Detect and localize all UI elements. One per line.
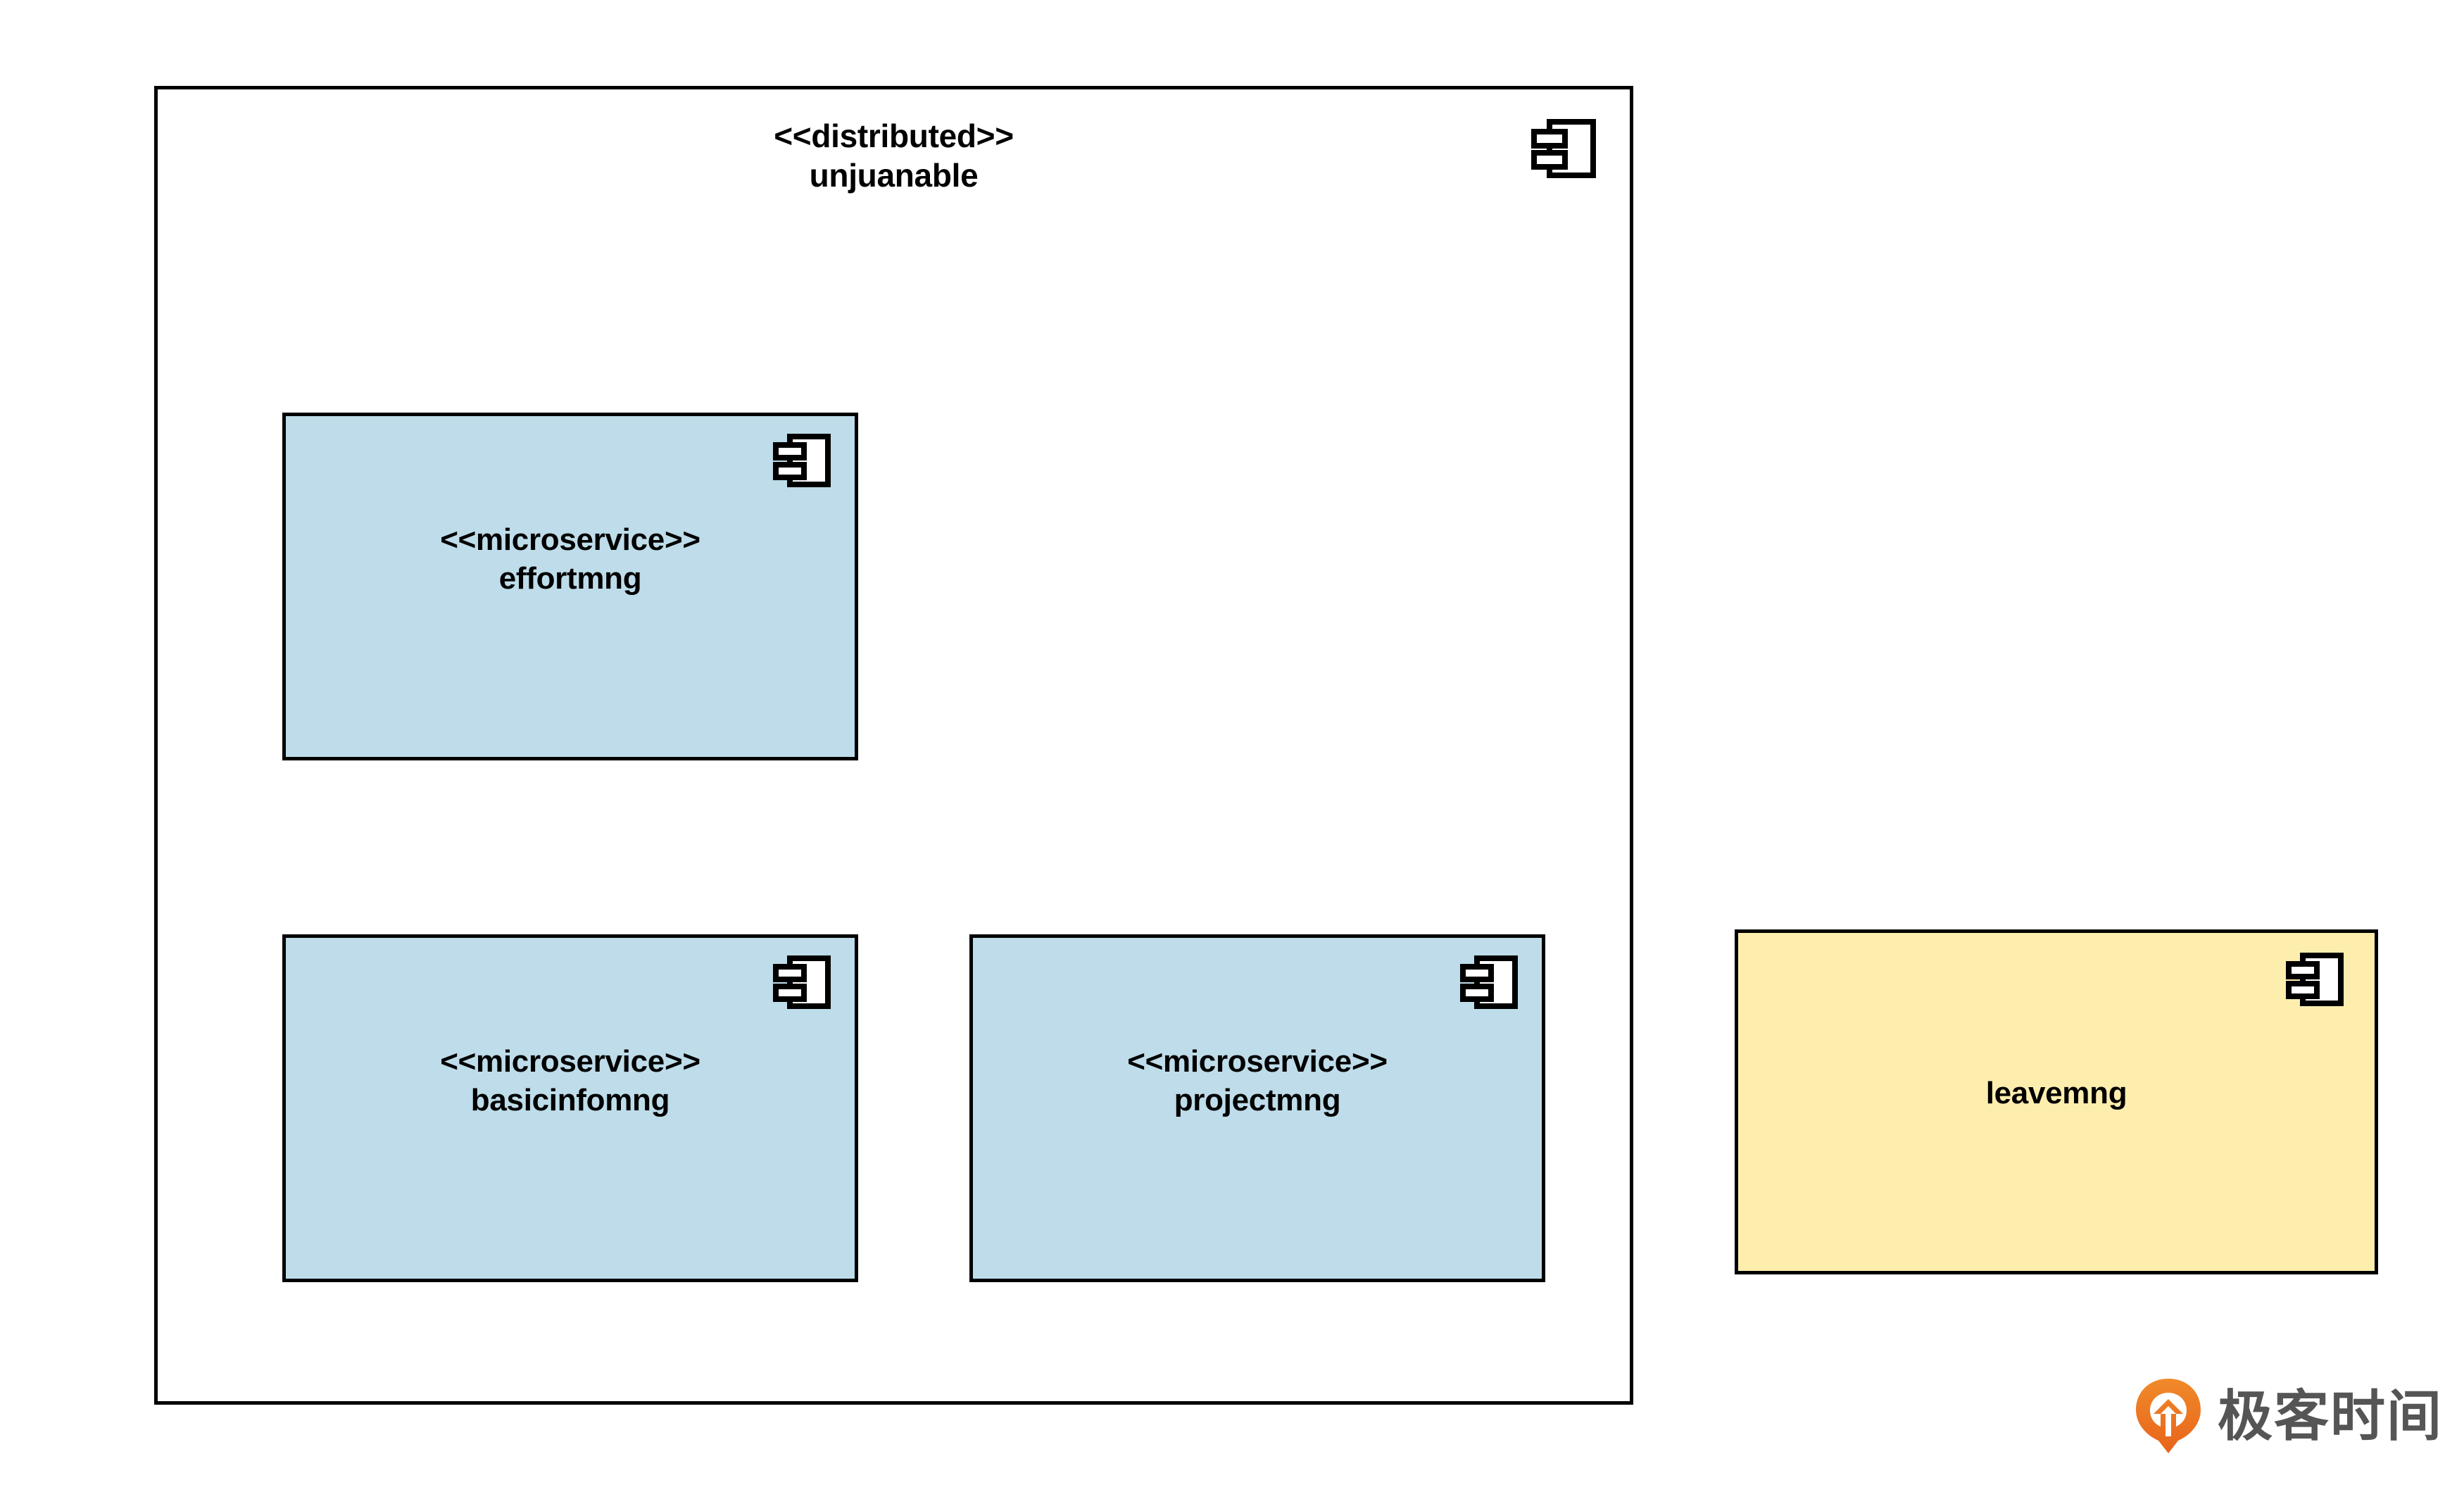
uml-component-icon <box>773 955 831 1009</box>
uml-component-icon <box>2286 953 2344 1006</box>
component-label: <<microservice>> basicinfomng <box>286 1042 855 1120</box>
uml-component-icon <box>773 434 831 487</box>
package-name: unjuanable <box>809 157 979 194</box>
watermark-text: 极客时间 <box>2218 1385 2444 1448</box>
component-basicinfomng[interactable]: <<microservice>> basicinfomng <box>282 934 858 1282</box>
package-unjuanable[interactable]: <<distributed>> unjuanable <<microservic… <box>154 86 1633 1405</box>
component-label: leavemng <box>1738 1074 2375 1112</box>
component-name: basicinfomng <box>470 1083 670 1117</box>
geektime-logo-icon <box>2135 1377 2202 1456</box>
component-stereotype: <<microservice>> <box>440 1044 700 1079</box>
watermark: 极客时间 <box>2135 1374 2441 1459</box>
component-effortmng[interactable]: <<microservice>> effortmng <box>282 413 858 760</box>
component-name: leavemng <box>1985 1076 2127 1110</box>
component-projectmng[interactable]: <<microservice>> projectmng <box>969 934 1545 1282</box>
uml-component-icon <box>1460 955 1518 1009</box>
component-stereotype: <<microservice>> <box>440 522 700 557</box>
uml-component-icon <box>1531 119 1596 178</box>
component-label: <<microservice>> projectmng <box>973 1042 1542 1120</box>
package-title: <<distributed>> unjuanable <box>158 116 1630 195</box>
component-stereotype: <<microservice>> <box>1127 1044 1388 1079</box>
component-leavemng[interactable]: leavemng <box>1735 929 2378 1274</box>
component-label: <<microservice>> effortmng <box>286 520 855 598</box>
component-name: effortmng <box>498 561 642 596</box>
component-name: projectmng <box>1174 1083 1341 1117</box>
package-stereotype: <<distributed>> <box>774 118 1014 154</box>
